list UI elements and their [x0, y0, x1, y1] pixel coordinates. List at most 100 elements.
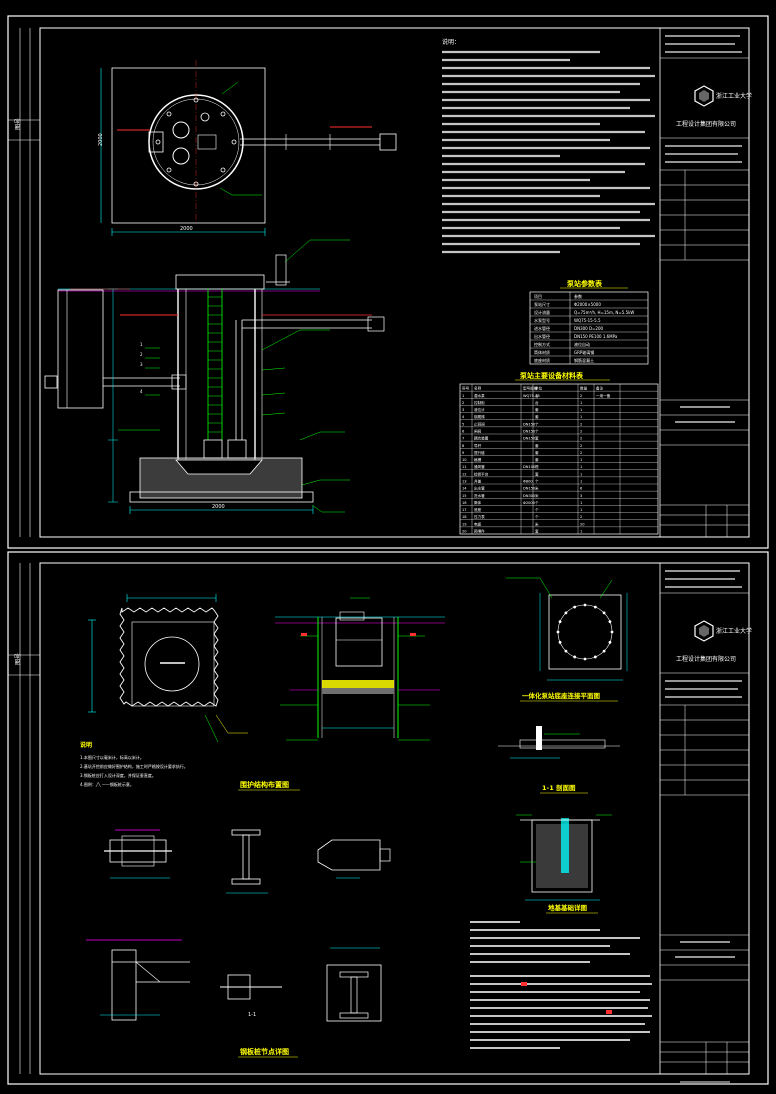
anchor-bolt — [556, 630, 560, 634]
anchor-bolt — [573, 605, 577, 609]
sheet-1: 图号 — [7, 15, 769, 549]
materials-cell: 10 — [462, 458, 467, 462]
params-cell: 底座材质 — [534, 357, 550, 363]
anchor-bolt — [583, 657, 587, 661]
materials-cell: 2 — [580, 394, 582, 398]
sheet1-inner-frame — [39, 27, 750, 538]
materials-cell: DN100 — [523, 465, 536, 469]
svg-text:4: 4 — [140, 389, 143, 394]
sheet-2: 图号 说明 1.本图尺寸以毫米计，标高以米计。 2.基坑开挖前应做好围护结构，施… — [7, 551, 769, 1085]
svg-text:1: 1 — [140, 342, 143, 347]
materials-cell: 套 — [535, 414, 539, 419]
sheet2-side-label: 图号 — [15, 653, 22, 665]
company-name-line2: 工程设计集团有限公司 — [676, 120, 736, 128]
materials-header-cell: 数量 — [580, 386, 588, 391]
materials-cell: 9 — [462, 451, 465, 455]
materials-cell: 个 — [535, 507, 539, 512]
sheet1-plan-view: 2000 2000 — [98, 60, 397, 236]
anchor-bolt — [564, 611, 568, 615]
materials-cell: 套 — [535, 529, 539, 534]
caption-steel-nodes: 钢板桩节点详图 — [240, 1047, 289, 1056]
sheet2-note-line: 1.本图尺寸以毫米计，标高以米计。 — [80, 754, 144, 760]
materials-cell: 8 — [462, 444, 465, 448]
params-cell: 钢筋混凝土 — [574, 357, 594, 363]
materials-cell: 12 — [462, 472, 467, 476]
materials-cell: 套 — [535, 407, 539, 412]
materials-cell: 18 — [462, 515, 467, 519]
sheet2-title-block: 浙江工业大学 工程设计集团有限公司 — [659, 563, 752, 1074]
materials-cell: DN150 — [523, 487, 536, 491]
params-cell: DN300 D=200 — [574, 326, 604, 331]
materials-cell: 根 — [535, 464, 539, 469]
materials-cell: WQ75-15 — [523, 394, 540, 398]
company-name-line1: 浙江工业大学 — [716, 92, 752, 100]
materials-cell: 通风管 — [474, 464, 485, 469]
materials-cell: 套 — [535, 436, 539, 441]
materials-cell: 止回阀 — [474, 421, 485, 426]
params-cell: Φ2000×5000 — [574, 302, 601, 307]
materials-cell: 一用一备 — [596, 393, 611, 398]
steel-node-details: 1-1 — [86, 829, 391, 1022]
anchor-bolt — [593, 605, 597, 609]
materials-cell: 套 — [535, 450, 539, 455]
materials-cell: 14 — [462, 487, 467, 491]
materials-cell: 个 — [535, 479, 539, 484]
sheet2-note-title: 说明 — [80, 741, 92, 749]
params-cell: 出水管径 — [534, 333, 550, 339]
materials-cell: 电缆 — [474, 521, 482, 526]
materials-cell: 检修平台 — [474, 471, 489, 476]
anchor-bolt — [564, 649, 568, 653]
materials-cell: 潜水泵 — [474, 393, 485, 398]
materials-cell: 15 — [462, 494, 467, 498]
caption-section-11: 1-1 剖面图 — [542, 783, 576, 792]
materials-cell: 1 — [580, 465, 582, 469]
materials-cell: DN150 — [523, 437, 536, 441]
materials-cell: 1 — [580, 472, 582, 476]
materials-cell: 19 — [462, 522, 467, 526]
materials-cell: 2 — [580, 437, 582, 441]
retaining-section — [275, 597, 445, 741]
materials-cell: 2 — [462, 401, 464, 405]
materials-cell: 台 — [535, 400, 539, 405]
materials-cell: 格栅 — [474, 457, 482, 462]
materials-cell: 套 — [535, 443, 539, 448]
materials-cell: Φ800 — [523, 480, 533, 484]
materials-cell: 3 — [580, 494, 582, 498]
sheet1-side-label: 图号 — [15, 118, 22, 130]
caption-foundation-detail: 地基基础详图 — [548, 903, 588, 912]
materials-cell: 1 — [580, 458, 582, 462]
materials-cell: 1 — [580, 401, 582, 405]
anchor-bolt — [608, 640, 612, 644]
materials-cell: 6 — [580, 487, 583, 491]
materials-cell: 2 — [580, 444, 582, 448]
materials-cell: 套 — [535, 471, 539, 476]
anchor-bolt — [610, 630, 614, 634]
materials-cell: 1 — [462, 394, 464, 398]
company-name-line1: 浙江工业大学 — [716, 627, 752, 635]
params-cell: 项目 — [534, 293, 542, 299]
plan-width-dim: 2000 — [180, 226, 193, 232]
materials-cell: 1 — [580, 480, 582, 484]
materials-cell: 13 — [462, 480, 467, 484]
materials-cell: 出水管 — [474, 486, 485, 491]
materials-cell: 台 — [535, 393, 539, 398]
materials-cell: 1 — [580, 501, 582, 505]
materials-cell: 米 — [535, 493, 539, 498]
materials-cell: 2 — [580, 515, 582, 519]
materials-cell: 11 — [462, 465, 467, 469]
materials-cell: 米 — [535, 486, 539, 491]
materials-cell: 套 — [535, 457, 539, 462]
materials-cell: 控制柜 — [474, 400, 485, 405]
params-cell: 液位自动 — [574, 341, 590, 347]
materials-header-cell: 备注 — [596, 386, 604, 391]
materials-cell: 1 — [580, 408, 582, 412]
params-cell: DN150 PE100 1.6MPa — [574, 334, 618, 339]
materials-cell: 预埋件 — [474, 529, 485, 534]
materials-cell: 1 — [580, 530, 582, 534]
connection-plan — [506, 577, 628, 681]
params-cell: Q=75m³/h, H=15m, N=5.5kW — [574, 310, 634, 315]
anchor-bolt — [602, 611, 606, 615]
sheet1-notes: 说明： — [442, 38, 655, 254]
